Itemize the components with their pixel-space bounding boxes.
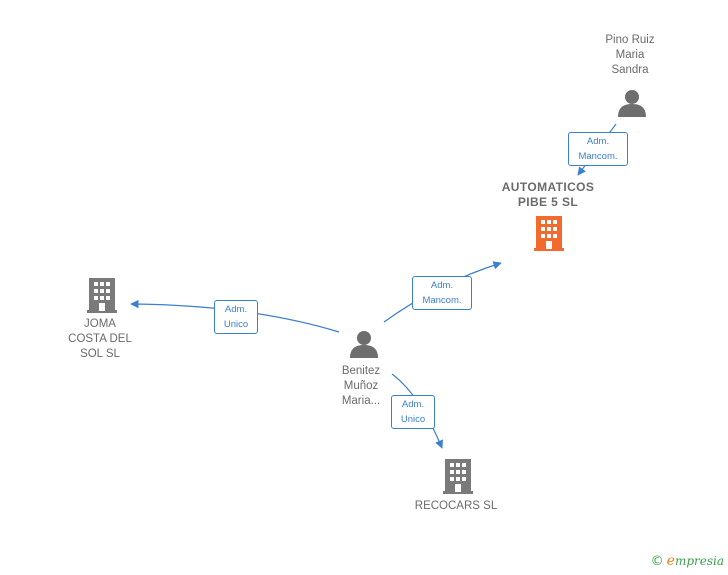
building-icon: [443, 459, 473, 494]
person-icon: [618, 90, 646, 117]
person-icon: [350, 331, 378, 358]
brand-footer: ©empresia: [651, 553, 724, 569]
node-label-automaticos[interactable]: AUTOMATICOS PIBE 5 SL: [501, 180, 595, 209]
node-label-benitez[interactable]: Benitez Muñoz Maria...: [341, 365, 381, 407]
building-icon: [87, 278, 117, 313]
node-label-pino[interactable]: Pino Ruiz Maria Sandra: [605, 34, 655, 76]
node-label-recocars[interactable]: RECOCARS SL: [414, 500, 498, 512]
building-icon: [534, 216, 564, 251]
brand-logo-text: mpresia: [674, 554, 724, 568]
edge-label-benitez-joma: Adm. Unico: [214, 300, 258, 334]
edge-label-pino-automaticos: Adm. Mancom.: [568, 132, 628, 166]
edge-label-benitez-recocars: Adm. Unico: [391, 395, 435, 429]
copyright-symbol: ©: [650, 554, 664, 569]
edge-label-benitez-automaticos: Adm. Mancom.: [412, 276, 472, 310]
brand-logo-e: e: [666, 553, 675, 569]
node-label-joma[interactable]: JOMA COSTA DEL SOL SL: [68, 318, 132, 360]
